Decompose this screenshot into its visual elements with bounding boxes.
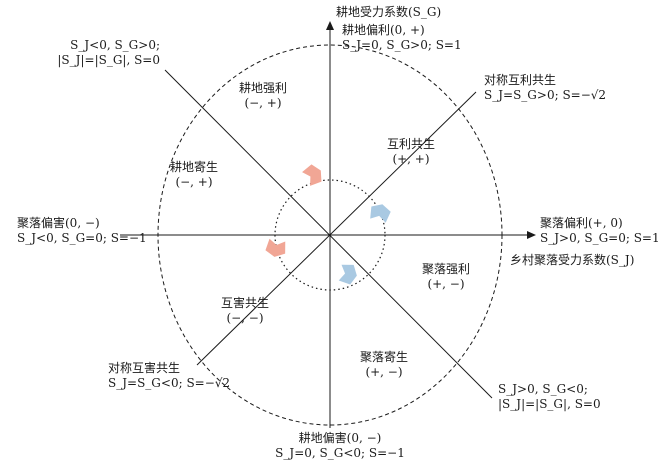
quadrant-right-low-label: 聚落强利 (+, −) bbox=[421, 262, 471, 291]
arrow-down-left-icon bbox=[338, 264, 357, 285]
bottom-left-label: 对称互害共生 S_J=S_G<0; S=−√2 bbox=[108, 361, 231, 390]
diagonal-negative bbox=[164, 69, 493, 399]
diagonal-positive bbox=[196, 91, 477, 366]
quadrant-left-low-label: 互害共生 (−, −) bbox=[220, 296, 270, 325]
right-region-label: 聚落偏利(+, 0) S_J>0, S_G=0; S=1 bbox=[540, 216, 660, 245]
x-axis-title: 乡村聚落受力系数(S_J) bbox=[510, 253, 635, 267]
quadrant-right-up-label: 互利共生 (+, +) bbox=[386, 137, 436, 166]
top-region-label: 耕地偏利(0, +) S_J=0, S_G>0; S=1 bbox=[342, 23, 462, 52]
arrow-up-right-icon bbox=[370, 204, 391, 223]
quadrant-upper-label: 耕地强利 (−, +) bbox=[238, 81, 288, 110]
quadrant-lower-label: 聚落寄生 (+, −) bbox=[359, 350, 409, 379]
left-region-label: 聚落偏害(0, −) S_J<0, S_G=0; S=−1 bbox=[17, 216, 147, 245]
y-axis-title: 耕地受力系数(S_G) bbox=[336, 5, 442, 19]
arrow-down-left-icon bbox=[265, 238, 286, 257]
quadrant-upper-left-label: 耕地寄生 (−, +) bbox=[169, 160, 219, 189]
bottom-right-condition: S_J>0, S_G<0; |S_J|=|S_G|, S=0 bbox=[498, 382, 601, 411]
arrow-up-right-icon bbox=[302, 164, 322, 186]
top-left-condition: S_J<0, S_G>0; |S_J|=|S_G|, S=0 bbox=[57, 38, 160, 67]
top-right-label: 对称互利共生 S_J=S_G>0; S=−√2 bbox=[484, 73, 607, 102]
bottom-region-label: 耕地偏害(0, −) S_J=0, S_G<0; S=−1 bbox=[275, 431, 405, 460]
